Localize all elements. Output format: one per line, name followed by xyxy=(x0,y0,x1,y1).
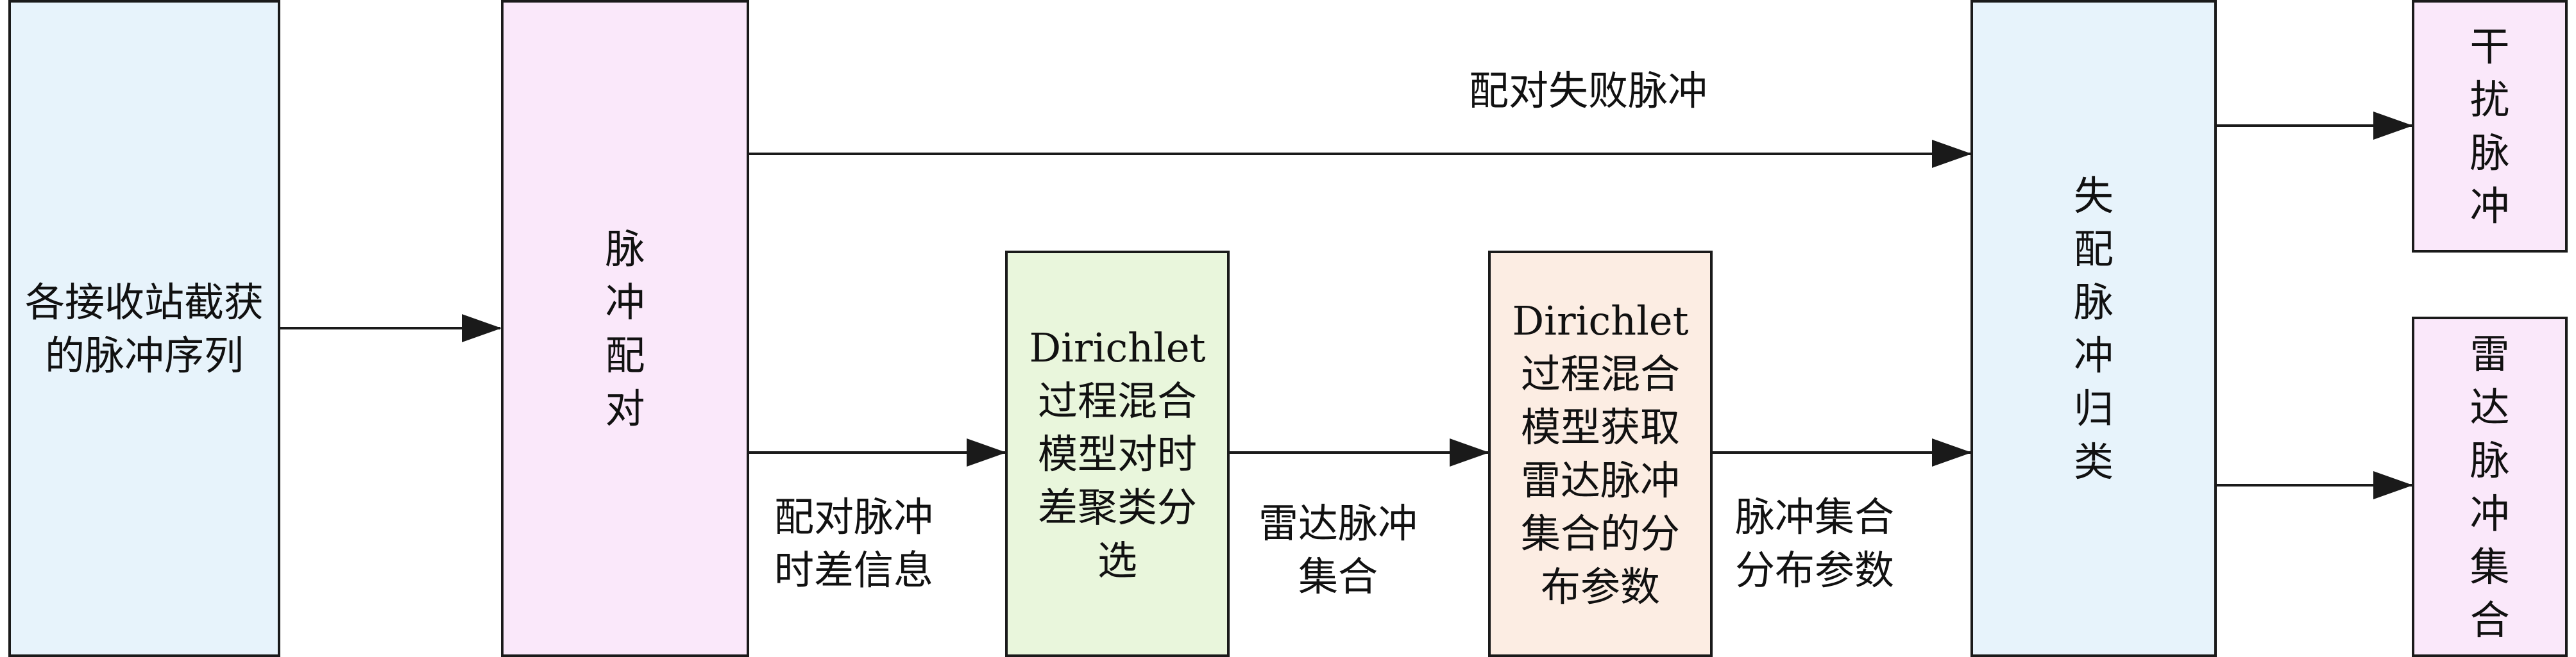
dpmm-params-line-1: Dirichlet xyxy=(1512,297,1689,344)
dpmm-params-line-2: 过程混合 xyxy=(1520,351,1680,397)
radar-set-line-5: 集 xyxy=(2470,543,2510,590)
unpaired-line-6: 类 xyxy=(2073,438,2114,485)
radar-set-line-4: 冲 xyxy=(2470,490,2510,537)
dpmm-params-line-5: 集合的分 xyxy=(1520,510,1680,557)
radar-pulse-set-label: 雷达脉冲 集合 xyxy=(1258,497,1418,603)
pair-fail-pulse-label: 配对失败脉冲 xyxy=(1469,64,1707,117)
pairing-line-3: 配 xyxy=(605,331,645,379)
paired-pulse-tdoa-label: 配对脉冲 时差信息 xyxy=(774,490,933,597)
pulse-set-distribution-params-label: 脉冲集合 分布参数 xyxy=(1735,490,1894,597)
pulse-set-params-line-1: 脉冲集合 xyxy=(1735,494,1895,540)
dpmm-tdoa-line-4: 差聚类分 xyxy=(1037,483,1197,531)
radar-set-line-3: 脉 xyxy=(2470,437,2510,484)
intercepted-line-1: 各接收站截获 xyxy=(24,278,264,326)
dpmm-params-line-3: 模型获取 xyxy=(1520,404,1680,451)
dpmm-params-line-6: 布参数 xyxy=(1540,563,1660,610)
intercepted-pulse-sequence-box: 各接收站截获 的脉冲序列 xyxy=(8,0,280,657)
radar-pulse-set-line-2: 集合 xyxy=(1298,553,1378,600)
dpmm-distribution-params-box: Dirichlet 过程混合 模型获取 雷达脉冲 集合的分 布参数 xyxy=(1488,251,1713,657)
radar-set-line-6: 合 xyxy=(2470,596,2510,644)
pairing-line-2: 冲 xyxy=(605,278,645,326)
radar-pulse-set-box: 雷 达 脉 冲 集 合 xyxy=(2412,317,2568,657)
radar-set-line-2: 达 xyxy=(2470,383,2510,431)
pairing-line-1: 脉 xyxy=(605,225,645,272)
pair-tdoa-line-2: 时差信息 xyxy=(774,547,934,594)
interference-line-2: 扰 xyxy=(2470,76,2510,123)
unpaired-line-1: 失 xyxy=(2073,172,2114,219)
unpaired-line-4: 冲 xyxy=(2073,331,2114,379)
dpmm-params-line-4: 雷达脉冲 xyxy=(1520,457,1680,504)
dpmm-tdoa-clustering-box: Dirichlet 过程混合 模型对时 差聚类分 选 xyxy=(1005,251,1230,657)
unpaired-line-2: 配 xyxy=(2073,225,2114,272)
interference-line-4: 冲 xyxy=(2470,183,2510,229)
pulse-pairing-box: 脉 冲 配 对 xyxy=(501,0,749,657)
intercepted-line-2: 的脉冲序列 xyxy=(44,331,244,379)
dpmm-tdoa-line-5: 选 xyxy=(1097,536,1137,584)
pair-fail-line-1: 配对失败脉冲 xyxy=(1469,67,1708,114)
pairing-line-4: 对 xyxy=(605,385,645,432)
dpmm-tdoa-line-3: 模型对时 xyxy=(1037,430,1197,478)
unpaired-pulse-classification-box: 失 配 脉 冲 归 类 xyxy=(1970,0,2217,657)
radar-set-line-1: 雷 xyxy=(2470,330,2510,378)
unpaired-line-3: 脉 xyxy=(2073,278,2114,326)
interference-line-1: 干 xyxy=(2470,23,2510,70)
pair-tdoa-line-1: 配对脉冲 xyxy=(774,494,934,540)
dpmm-tdoa-line-1: Dirichlet xyxy=(1029,324,1206,371)
unpaired-line-5: 归 xyxy=(2073,385,2114,432)
pulse-set-params-line-2: 分布参数 xyxy=(1735,547,1895,594)
radar-pulse-set-line-1: 雷达脉冲 xyxy=(1258,500,1418,547)
interference-pulse-box: 干 扰 脉 冲 xyxy=(2412,0,2568,253)
interference-line-3: 脉 xyxy=(2470,129,2510,176)
dpmm-tdoa-line-2: 过程混合 xyxy=(1037,377,1197,424)
